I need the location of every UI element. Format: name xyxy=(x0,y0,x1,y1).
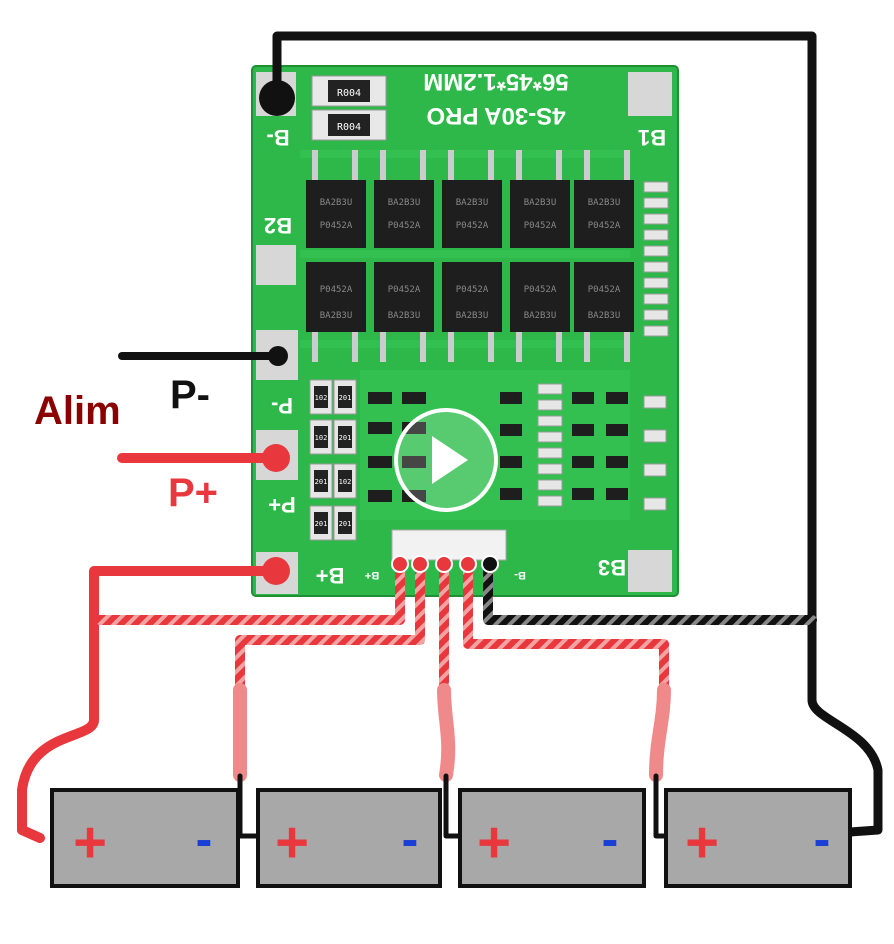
play-button[interactable] xyxy=(394,408,498,512)
label-p-minus: P- xyxy=(170,373,210,417)
small-bplus-label: B+ xyxy=(365,569,379,581)
resistor-block-left: 102 201 102 201 201 102 201 201 xyxy=(309,379,357,541)
pad-b1 xyxy=(628,72,672,116)
balance-connector xyxy=(391,529,507,561)
mosfet: P0452A BA2B3U xyxy=(374,262,434,362)
battery-minus: - xyxy=(196,811,213,867)
svg-text:P0452A: P0452A xyxy=(524,285,557,295)
svg-text:P0452A: P0452A xyxy=(388,285,421,295)
svg-text:BA2B3U: BA2B3U xyxy=(588,198,621,208)
mosfet: BA2B3U P0452A xyxy=(306,150,366,248)
pad-pminus-label: P- xyxy=(271,393,293,418)
node-pplus xyxy=(262,444,290,472)
svg-text:P0452A: P0452A xyxy=(456,221,489,231)
svg-text:P0452A: P0452A xyxy=(320,221,353,231)
wire-balance-2 xyxy=(235,561,425,705)
battery-cell: + - xyxy=(50,788,240,888)
pad-b3 xyxy=(628,550,672,592)
sense-resistor-1: R004 xyxy=(311,75,387,107)
svg-text:102: 102 xyxy=(315,434,328,442)
svg-text:P0452A: P0452A xyxy=(588,285,621,295)
svg-text:BA2B3U: BA2B3U xyxy=(388,198,421,208)
svg-text:BA2B3U: BA2B3U xyxy=(456,311,489,321)
battery-cell: + - xyxy=(256,788,442,888)
node-bminus xyxy=(259,80,295,116)
mosfet: P0452A BA2B3U xyxy=(510,262,570,362)
svg-text:201: 201 xyxy=(339,394,352,402)
svg-text:P0452A: P0452A xyxy=(588,221,621,231)
mosfet: BA2B3U P0452A xyxy=(574,150,634,248)
mosfet-row-bottom: P0452A BA2B3U P0452A BA2B3U P0452A BA2B3… xyxy=(306,262,634,362)
svg-text:201: 201 xyxy=(315,478,328,486)
label-alim: Alim xyxy=(34,389,121,433)
battery-cell: + - xyxy=(458,788,646,888)
svg-text:201: 201 xyxy=(339,434,352,442)
board-title-line1: 56*45*1.2MM xyxy=(423,68,568,95)
battery-plus: + xyxy=(477,810,511,875)
label-p-plus: P+ xyxy=(168,471,218,515)
smd-column-center xyxy=(537,383,667,511)
pad-b1-label: B1 xyxy=(638,125,666,150)
wire-bplus xyxy=(17,566,281,843)
sense-resistor-2: R004 xyxy=(311,109,387,141)
svg-text:R004: R004 xyxy=(337,88,361,99)
wire-pink-3 xyxy=(649,683,671,782)
mosfet: P0452A BA2B3U xyxy=(306,262,366,362)
battery-minus: - xyxy=(814,811,831,867)
wire-balance-1 xyxy=(95,561,405,625)
mosfet: P0452A BA2B3U xyxy=(442,262,502,362)
pad-b2-label: B2 xyxy=(264,213,292,238)
svg-text:BA2B3U: BA2B3U xyxy=(456,198,489,208)
battery-pack: + - + - + - + - xyxy=(50,788,852,888)
svg-text:P0452A: P0452A xyxy=(524,221,557,231)
svg-text:BA2B3U: BA2B3U xyxy=(320,311,353,321)
bms-board: B- B2 P- P+ B+ B1 B3 56*45*1.2MM 4S-30A … xyxy=(251,65,679,597)
mosfet: BA2B3U P0452A xyxy=(442,150,502,248)
wire-pink-2 xyxy=(437,683,456,782)
play-icon xyxy=(432,436,468,484)
svg-text:201: 201 xyxy=(315,520,328,528)
pad-bplus-label: B+ xyxy=(316,563,345,588)
svg-text:BA2B3U: BA2B3U xyxy=(588,311,621,321)
svg-text:102: 102 xyxy=(339,478,352,486)
wiring xyxy=(17,31,883,843)
mosfet: BA2B3U P0452A xyxy=(374,150,434,248)
battery-cell: + - xyxy=(664,788,852,888)
wire-balance-bminus xyxy=(483,561,817,625)
board-title-line2: 4S-30A PRO xyxy=(426,102,565,129)
svg-text:BA2B3U: BA2B3U xyxy=(524,198,557,208)
pad-bminus-label: B- xyxy=(266,125,289,150)
battery-minus: - xyxy=(402,811,419,867)
svg-text:BA2B3U: BA2B3U xyxy=(320,198,353,208)
battery-minus: - xyxy=(602,811,619,867)
battery-plus: + xyxy=(685,810,719,875)
smd-column-right xyxy=(643,181,669,337)
svg-text:102: 102 xyxy=(315,394,328,402)
node-pminus xyxy=(268,346,288,366)
svg-text:P0452A: P0452A xyxy=(320,285,353,295)
pad-pplus-label: P+ xyxy=(268,492,296,517)
svg-text:P0452A: P0452A xyxy=(456,285,489,295)
svg-text:P0452A: P0452A xyxy=(388,221,421,231)
svg-text:R004: R004 xyxy=(337,122,361,133)
wire-balance-4 xyxy=(463,561,669,705)
wire-bminus-main xyxy=(272,31,883,837)
svg-text:201: 201 xyxy=(339,520,352,528)
mosfet: BA2B3U P0452A xyxy=(510,150,570,248)
pad-b3-label: B3 xyxy=(598,555,626,580)
svg-text:BA2B3U: BA2B3U xyxy=(388,311,421,321)
svg-text:BA2B3U: BA2B3U xyxy=(524,311,557,321)
mosfet: P0452A BA2B3U xyxy=(574,262,634,362)
battery-plus: + xyxy=(73,810,107,875)
mosfet-row-top: BA2B3U P0452A BA2B3U P0452A BA2B3U P0452… xyxy=(306,150,634,248)
control-ic-area xyxy=(368,392,628,502)
battery-plus: + xyxy=(275,810,309,875)
pad-b2 xyxy=(256,245,296,285)
node-bplus xyxy=(262,557,290,585)
small-bminus-label: B- xyxy=(514,569,526,581)
